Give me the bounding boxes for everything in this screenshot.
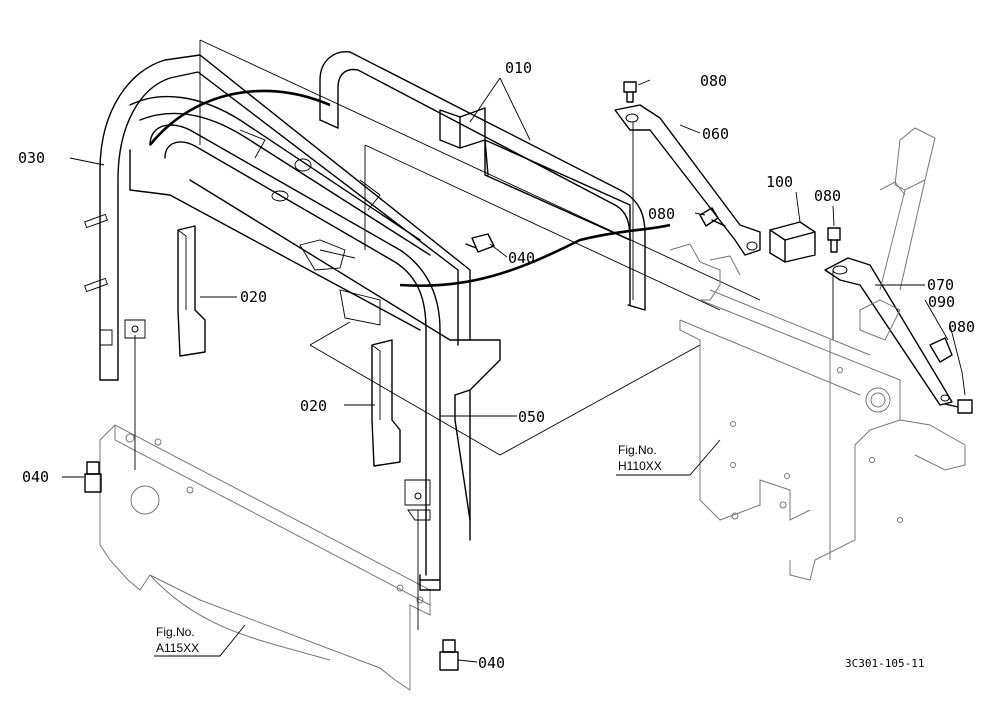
callout-040-center: 040	[508, 249, 535, 267]
pad-020-left	[177, 225, 206, 357]
callout-090: 090	[928, 293, 955, 311]
bolt-040-center	[465, 233, 495, 253]
callout-020-left: 020	[240, 288, 267, 306]
block-100	[769, 221, 816, 263]
handle-grip-010	[319, 51, 646, 311]
control-cable	[148, 89, 671, 287]
callout-080-top: 080	[700, 72, 727, 90]
callout-040-left: 040	[22, 468, 49, 486]
callout-070: 070	[927, 276, 954, 294]
callout-040-bottom: 040	[478, 654, 505, 672]
leader-lines	[62, 77, 966, 663]
figure-reference-a115: Fig.No. A115XX	[156, 625, 199, 655]
frame-050	[129, 124, 501, 591]
fig-ref-h110-label: Fig.No.	[618, 443, 657, 457]
figure-reference-h110: Fig.No. H110XX	[618, 443, 662, 473]
callout-060: 060	[702, 125, 729, 143]
callout-030: 030	[18, 149, 45, 167]
pad-020-right	[371, 339, 401, 467]
bolt-080-lever	[944, 399, 973, 414]
base-panel	[99, 424, 431, 691]
frame-030	[84, 54, 471, 381]
bolt-040-left	[84, 461, 102, 493]
callout-020-right: 020	[300, 397, 327, 415]
bolt-080-top	[623, 81, 637, 103]
bracket-060	[614, 104, 761, 256]
fig-ref-h110-code: H110XX	[618, 459, 662, 473]
lever-070	[824, 257, 953, 406]
guide-lines	[134, 39, 834, 630]
part-090	[929, 337, 953, 363]
callout-labels: 010 020 020 030 040 040 040 050 060 070 …	[18, 59, 975, 672]
bolt-080-right	[827, 227, 841, 253]
callout-080-right: 080	[814, 187, 841, 205]
callout-080-lever: 080	[948, 318, 975, 336]
bolt-080-mid	[699, 207, 726, 227]
callout-100: 100	[766, 173, 793, 191]
callout-010: 010	[505, 59, 532, 77]
bolt-040-bottom	[439, 639, 459, 671]
mount-bracket-h110	[669, 127, 966, 581]
callout-050: 050	[518, 408, 545, 426]
drawing-code: 3C301-105-11	[845, 657, 924, 670]
fig-ref-a115-label: Fig.No.	[156, 625, 195, 639]
callout-080-mid: 080	[648, 205, 675, 223]
fig-ref-a115-code: A115XX	[156, 641, 199, 655]
